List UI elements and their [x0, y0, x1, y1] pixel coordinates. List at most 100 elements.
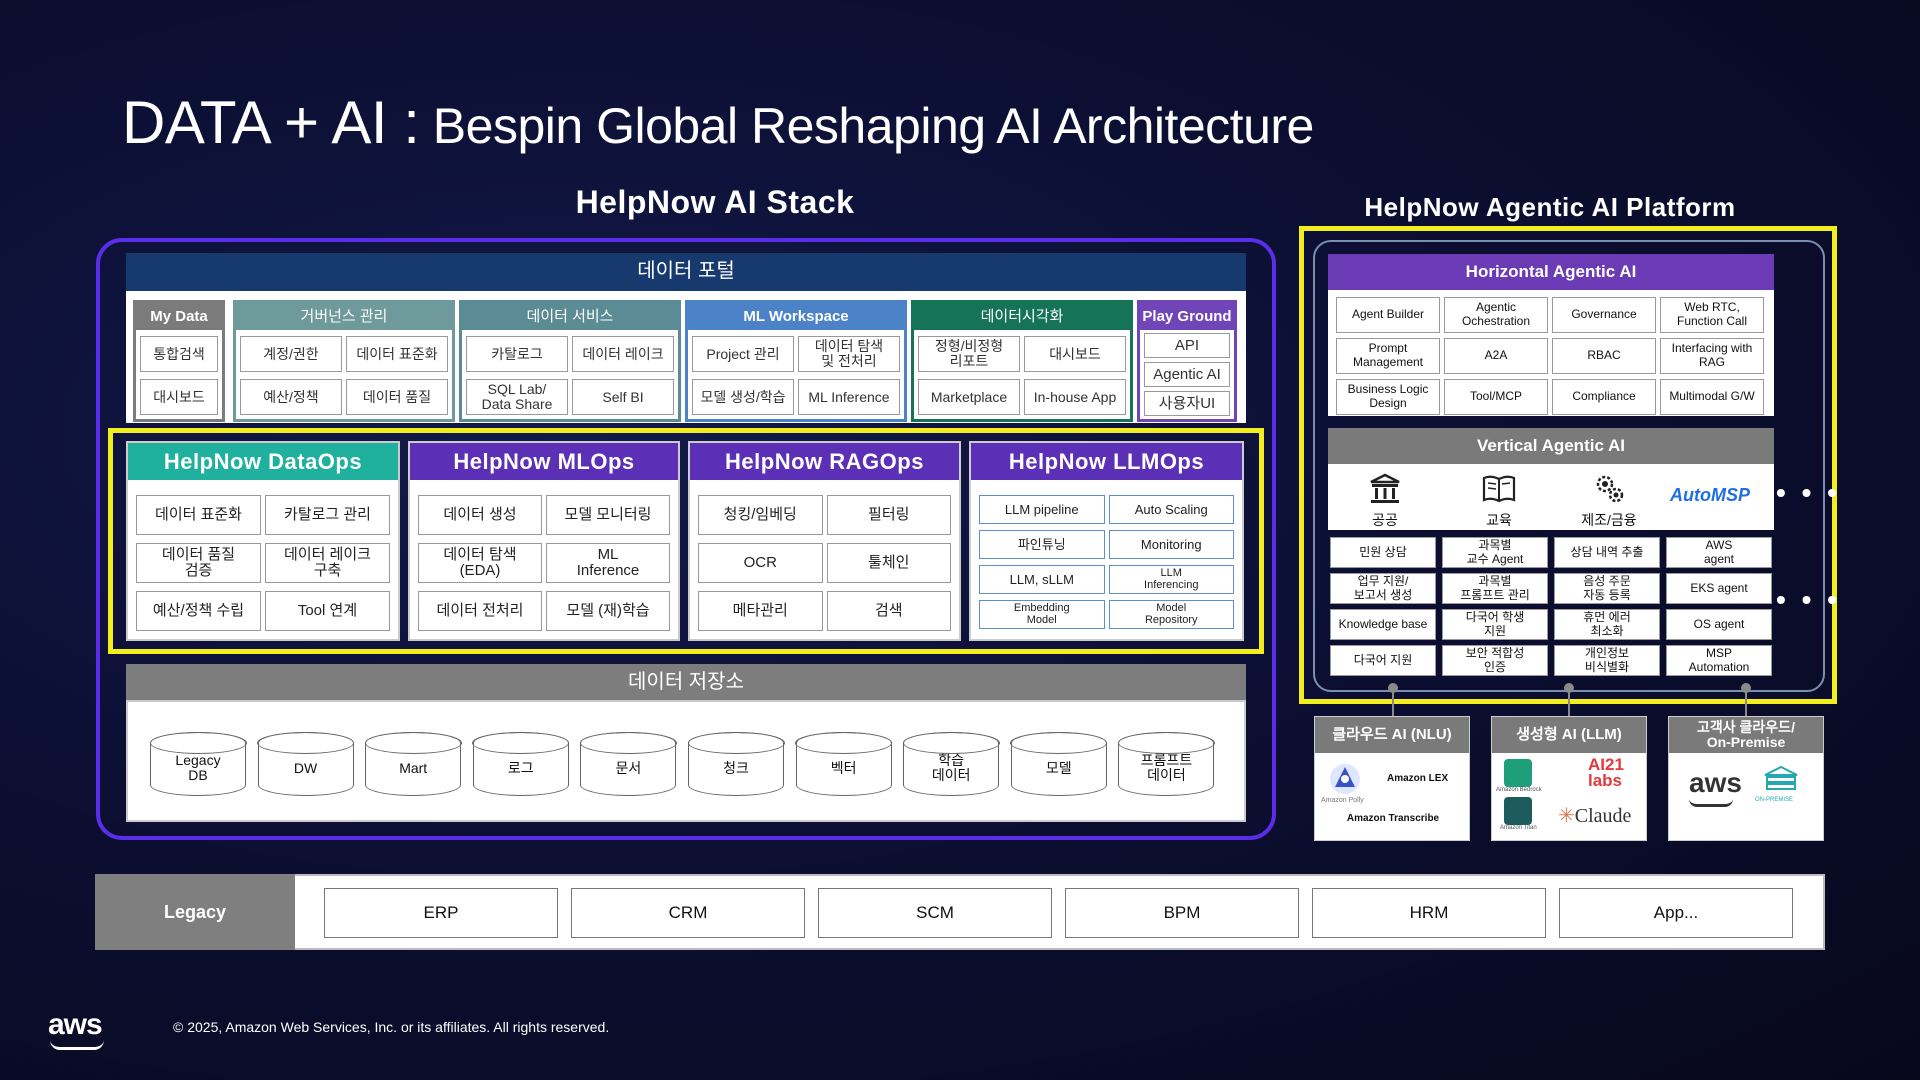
vertical-item: 음성 주문 자동 등록 — [1554, 573, 1660, 604]
slide-title: DATA + AI : Bespin Global Reshaping AI A… — [122, 89, 1314, 156]
claude-logo: ✳Claude — [1558, 805, 1632, 827]
portal-item: 데이터 레이크 — [572, 336, 674, 372]
legacy-item: CRM — [571, 888, 805, 938]
ops-box-header: HelpNow DataOps — [128, 443, 398, 480]
portal-item: 데이터 표준화 — [346, 336, 448, 372]
storage-cylinder: DW — [257, 731, 355, 796]
storage-cylinder: 프롬프트 데이터 — [1117, 731, 1215, 796]
portal-item: 대시보드 — [140, 379, 218, 415]
connector-line — [1568, 688, 1570, 716]
portal-item: 정형/비정형 리포트 — [918, 336, 1020, 372]
portal-item: Marketplace — [918, 379, 1020, 415]
portal-item: 대시보드 — [1024, 336, 1126, 372]
domain-label-edu: 교육 — [1486, 512, 1512, 528]
horizontal-item: A2A — [1444, 338, 1548, 374]
horizontal-item: Agent Builder — [1336, 297, 1440, 333]
legacy-item: BPM — [1065, 888, 1299, 938]
ops-item: 카탈로그 관리 — [265, 495, 390, 535]
storage-cylinder: Legacy DB — [149, 731, 247, 796]
portal-column-header: 데이터시각화 — [914, 303, 1130, 330]
ops-item: 메타관리 — [698, 591, 823, 631]
more-dots: • • • — [1776, 584, 1841, 615]
portal-item: Agentic AI — [1144, 362, 1230, 387]
legacy-item: SCM — [818, 888, 1052, 938]
aws-smile — [1689, 799, 1733, 807]
horizontal-item: Interfacing with RAG — [1660, 338, 1764, 374]
book-icon — [1481, 472, 1517, 506]
horizontal-header: Horizontal Agentic AI — [1328, 254, 1774, 290]
ops-item: 데이터 품질 검증 — [136, 543, 261, 583]
vertical-item: OS agent — [1666, 609, 1772, 640]
horizontal-item: RBAC — [1552, 338, 1656, 374]
aws-footer-smile — [50, 1040, 104, 1050]
vertical-item: 휴먼 에러 최소화 — [1554, 609, 1660, 640]
ops-item: LLM Inferencing — [1108, 565, 1234, 594]
portal-column-header: ML Workspace — [688, 303, 904, 330]
horizontal-item: Multimodal G/W — [1660, 379, 1764, 415]
horizontal-item: Governance — [1552, 297, 1656, 333]
portal-item: Project 관리 — [692, 336, 794, 372]
ops-item: 예산/정책 수립 — [136, 591, 261, 631]
ops-item: LLM pipeline — [979, 495, 1105, 524]
automsp-logo: AutoMSP — [1670, 485, 1750, 505]
portal-item: API — [1144, 333, 1230, 358]
portal-item: 예산/정책 — [240, 379, 342, 415]
copyright: © 2025, Amazon Web Services, Inc. or its… — [173, 1019, 610, 1035]
connector-line — [1745, 688, 1747, 716]
more-dots: • • • — [1776, 477, 1841, 508]
legacy-label: Legacy — [95, 874, 295, 950]
aws-footer-logo: aws — [48, 1008, 103, 1041]
storage-cylinder: 청크 — [687, 731, 785, 796]
vertical-item: 상담 내역 추출 — [1554, 537, 1660, 568]
portal-item: 카탈로그 — [466, 336, 568, 372]
aws-logo: aws — [1689, 767, 1742, 798]
horizontal-item: Web RTC, Function Call — [1660, 297, 1764, 333]
ops-item: 필터링 — [826, 495, 951, 535]
portal-column-header: 데이터 서비스 — [462, 303, 678, 330]
portal-item: 데이터 품질 — [346, 379, 448, 415]
server-icon — [1761, 765, 1801, 793]
bank-icon — [1368, 472, 1402, 506]
portal-column-header: Play Ground — [1140, 303, 1234, 330]
ops-item: Auto Scaling — [1108, 495, 1234, 524]
portal-column-header: My Data — [136, 303, 222, 330]
stack-title: HelpNow AI Stack — [575, 184, 855, 220]
ai21-logo: AI21 labs — [1588, 755, 1624, 791]
portal-item: ML Inference — [798, 379, 900, 415]
portal-column-header: 거버넌스 관리 — [236, 303, 452, 330]
storage-cylinder: Mart — [364, 731, 462, 796]
source-genai-llm: 생성형 AI (LLM) Amazon Bedrock AI21 labs Am… — [1491, 716, 1647, 841]
ops-item: Embedding Model — [979, 600, 1105, 629]
horizontal-item: Tool/MCP — [1444, 379, 1548, 415]
portal-item: 모델 생성/학습 — [692, 379, 794, 415]
storage-cylinder: 학습 데이터 — [902, 731, 1000, 796]
vertical-item: 과목별 교수 Agent — [1442, 537, 1548, 568]
ops-item: OCR — [698, 543, 823, 583]
ops-item: Monitoring — [1108, 530, 1234, 559]
storage-header: 데이터 저장소 — [126, 664, 1246, 700]
portal-item: In-house App — [1024, 379, 1126, 415]
legacy-item: ERP — [324, 888, 558, 938]
bedrock-icon — [1504, 759, 1532, 787]
ops-highlight — [108, 428, 1264, 654]
domain-label-public: 공공 — [1372, 512, 1398, 528]
vertical-item: AWS agent — [1666, 537, 1772, 568]
source-onprem: 고객사 클라우드/ On-Premise aws ON-PREMISE — [1668, 716, 1824, 841]
titan-icon — [1504, 797, 1532, 825]
vertical-item: 개인정보 비식별화 — [1554, 645, 1660, 676]
storage-cylinder: 문서 — [579, 731, 677, 796]
ops-item: 데이터 탐색 (EDA) — [418, 543, 542, 583]
horizontal-item: Business Logic Design — [1336, 379, 1440, 415]
vertical-item: MSP Automation — [1666, 645, 1772, 676]
ops-item: 데이터 전처리 — [418, 591, 542, 631]
connector-line — [1392, 688, 1394, 716]
portal-item: SQL Lab/ Data Share — [466, 379, 568, 415]
vertical-item: Knowledge base — [1330, 609, 1436, 640]
